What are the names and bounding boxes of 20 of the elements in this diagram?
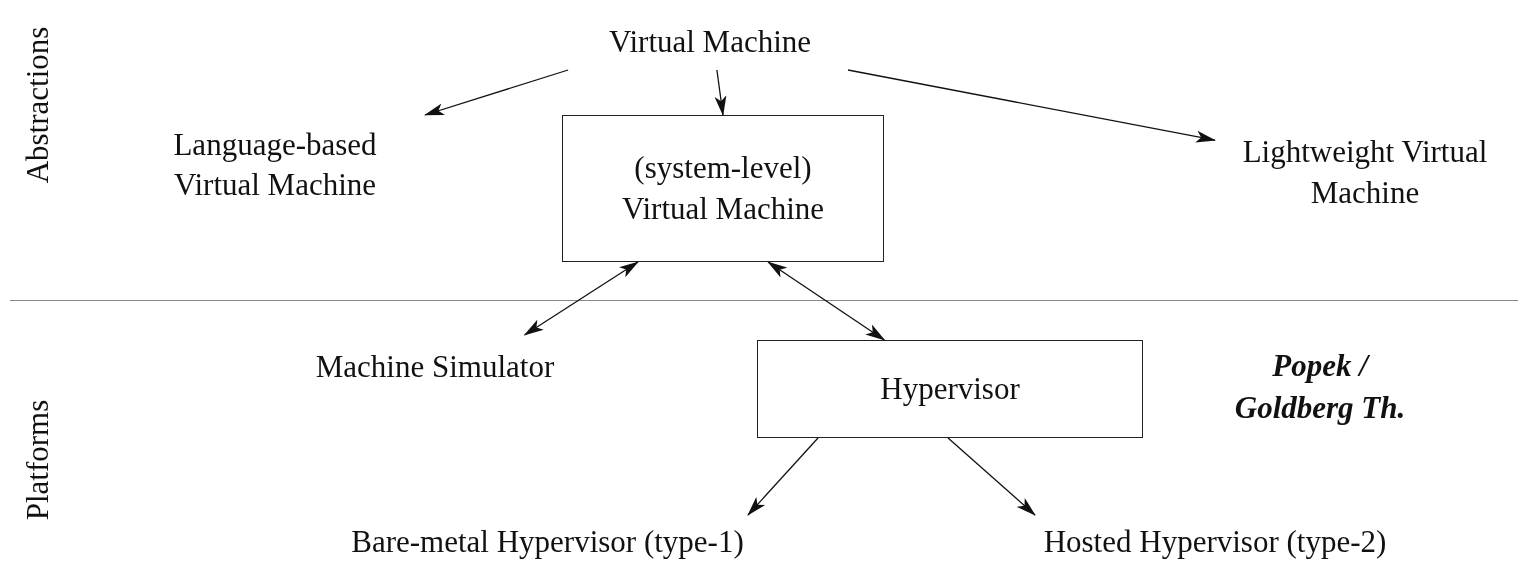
- arrow: [747, 437, 819, 516]
- arrow: [947, 437, 1036, 516]
- section-label: Platforms: [20, 399, 56, 521]
- process-box: [757, 340, 1143, 438]
- node-label: (system-level) Virtual Machine: [620, 149, 826, 228]
- note-label: Popek / Goldberg Th.: [1233, 347, 1407, 427]
- section-label: Abstractions: [20, 26, 56, 184]
- process-box: [562, 115, 884, 262]
- arrow: [847, 69, 1216, 143]
- arrow: [523, 261, 639, 336]
- arrow: [714, 69, 727, 116]
- arrow: [767, 261, 886, 341]
- node-label: Bare-metal Hypervisor (type-1): [351, 523, 744, 562]
- node-label: Lightweight Virtual Machine: [1241, 133, 1489, 212]
- arrow: [424, 69, 569, 116]
- node-label: Language-based Virtual Machine: [172, 125, 378, 204]
- node-label: Hosted Hypervisor (type-2): [1043, 523, 1387, 562]
- node-label: Hypervisor: [880, 369, 1020, 408]
- node-label: Virtual Machine: [608, 23, 812, 62]
- node-label: Machine Simulator: [315, 348, 555, 387]
